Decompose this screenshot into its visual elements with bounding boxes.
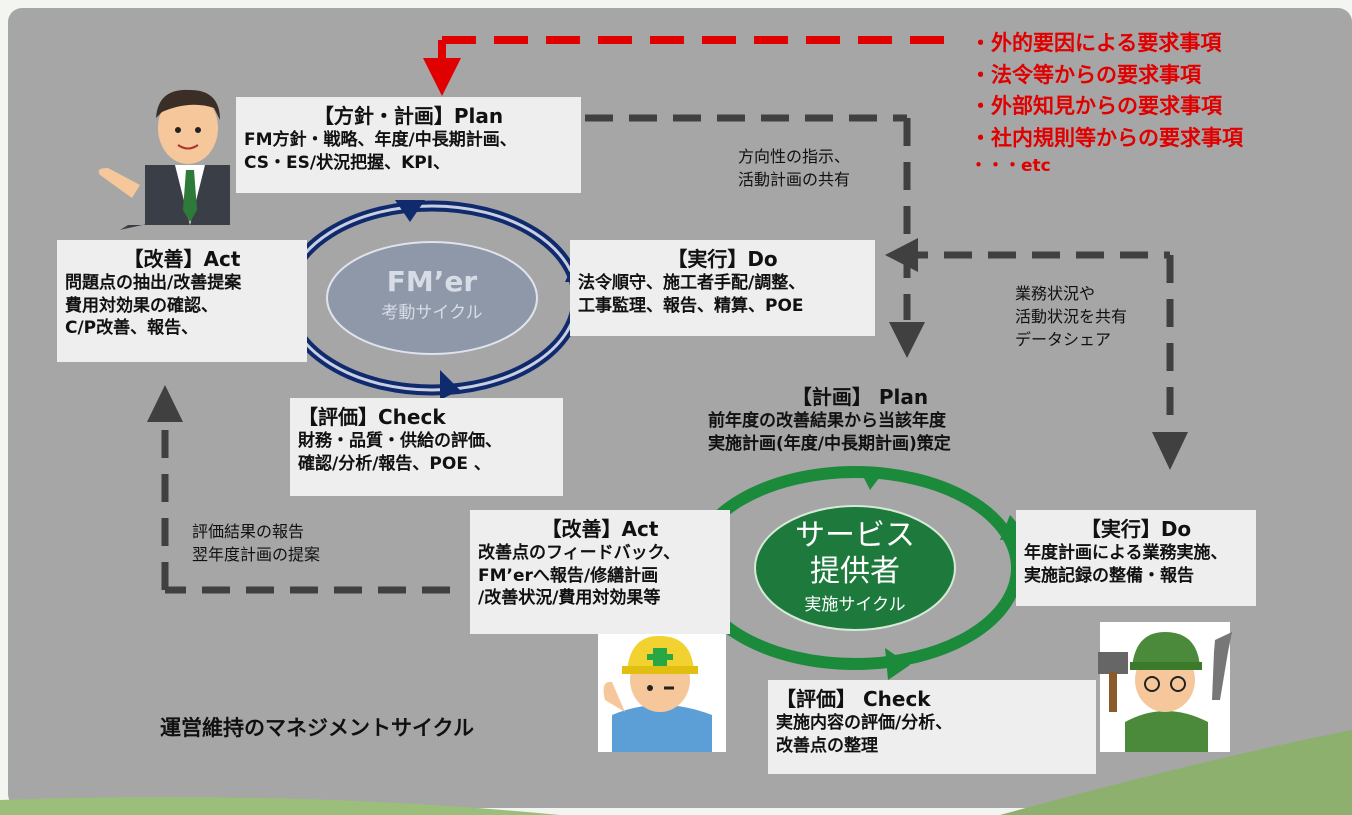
direction-note-line: 活動計画の共有 bbox=[738, 170, 851, 190]
fm-act-line: 問題点の抽出/改善提案 bbox=[65, 273, 242, 294]
fm-plan-line: FM方針・戦略、年度/中長期計画、 bbox=[244, 130, 517, 151]
panel-background bbox=[8, 8, 1352, 808]
service-check-line: 実施内容の評価/分析、 bbox=[776, 713, 953, 734]
service-check-title: 【評価】 Check bbox=[776, 687, 931, 711]
direction-note-line: 方向性の指示、 bbox=[738, 147, 851, 166]
status-share-note-line: 業務状況や bbox=[1015, 284, 1096, 303]
service-check-line: 改善点の整理 bbox=[776, 735, 878, 756]
service-check-box: 【評価】 Check 実施内容の評価/分析、 改善点の整理 bbox=[768, 680, 1096, 774]
mechanic-icon bbox=[1098, 622, 1232, 752]
fm-check-line: 確認/分析/報告、POE 、 bbox=[298, 453, 491, 474]
report-flow-line bbox=[147, 385, 450, 594]
fm-act-title: 【改善】Act bbox=[123, 247, 241, 271]
direction-flow-line bbox=[585, 114, 925, 358]
service-do-line: 実施記録の整備・報告 bbox=[1024, 565, 1194, 586]
service-plan-line: 前年度の改善結果から当該年度 bbox=[708, 411, 946, 432]
external-requirement-arrow bbox=[423, 36, 950, 96]
direction-note: 方向性の指示、 活動計画の共有 bbox=[738, 145, 850, 191]
fm-do-title: 【実行】Do bbox=[667, 247, 778, 271]
fm-check-line: 財務・品質・供給の評価、 bbox=[298, 431, 502, 452]
fm-plan-box: 【方針・計画】Plan FM方針・戦略、年度/中長期計画、 CS・ES/状況把握… bbox=[236, 97, 581, 193]
external-requirement-item: ・外部知見からの要求事項 bbox=[970, 94, 1222, 118]
service-plan-title: 【計画】 Plan bbox=[791, 385, 929, 409]
external-requirement-item: ・外的要因による要求事項 bbox=[970, 31, 1222, 55]
service-center-ellipse bbox=[754, 505, 956, 631]
service-act-line: 改善点のフィードバック、 bbox=[478, 543, 681, 564]
report-note-line: 評価結果の報告 bbox=[192, 522, 305, 541]
service-do-box: 【実行】Do 年度計画による業務実施、 実施記録の整備・報告 bbox=[1016, 510, 1256, 606]
fm-do-box: 【実行】Do 法令順守、施工者手配/調整、 工事監理、報告、精算、POE bbox=[570, 240, 875, 336]
fm-plan-title: 【方針・計画】Plan bbox=[313, 104, 504, 128]
green-decoration-left bbox=[0, 797, 560, 815]
external-requirement-item: ・社内規則等からの要求事項 bbox=[970, 125, 1243, 150]
fm-do-line: 工事監理、報告、精算、POE bbox=[578, 295, 804, 316]
status-share-note-line: 活動状況を共有 bbox=[1015, 307, 1128, 327]
service-do-line: 年度計画による業務実施、 bbox=[1024, 543, 1228, 564]
fm-cycle-center: FM’er 考動サイクル bbox=[352, 265, 512, 323]
report-note-line: 翌年度計画の提案 bbox=[192, 545, 321, 565]
external-requirement-item: ・法令等からの要求事項 bbox=[970, 62, 1201, 87]
businessman-icon bbox=[98, 89, 230, 230]
fm-check-title: 【評価】Check bbox=[298, 405, 446, 429]
fm-act-line: C/P改善、報告、 bbox=[65, 318, 199, 339]
service-plan-line: 実施計画(年度/中長期計画)策定 bbox=[708, 433, 951, 454]
fm-do-line: 法令順守、施工者手配/調整、 bbox=[578, 273, 806, 294]
service-act-line: /改善状況/費用対効果等 bbox=[478, 588, 661, 609]
diagram-title: 運営維持のマネジメントサイクル bbox=[160, 716, 474, 740]
fm-check-box: 【評価】Check 財務・品質・供給の評価、 確認/分析/報告、POE 、 bbox=[290, 398, 563, 496]
service-plan-box: 【計画】 Plan 前年度の改善結果から当該年度 実施計画(年度/中長期計画)策… bbox=[700, 378, 1020, 468]
service-act-title: 【改善】Act bbox=[541, 517, 659, 541]
service-act-line: FM’erへ報告/修繕計画 bbox=[478, 565, 659, 586]
construction-worker-icon bbox=[598, 632, 726, 752]
fm-plan-line: CS・ES/状況把握、KPI、 bbox=[244, 152, 451, 173]
report-note: 評価結果の報告 翌年度計画の提案 bbox=[192, 520, 320, 566]
service-center-sub: 実施サイクル bbox=[804, 595, 906, 615]
fm-center-ellipse bbox=[326, 241, 538, 355]
service-do-title: 【実行】Do bbox=[1080, 517, 1192, 541]
fm-center-sub: 考動サイクル bbox=[381, 303, 483, 323]
service-center-main: 提供者 bbox=[810, 554, 900, 589]
fm-center-main: FM’er bbox=[386, 265, 478, 298]
fm-act-box: 【改善】Act 問題点の抽出/改善提案 費用対効果の確認、 C/P改善、報告、 bbox=[57, 240, 307, 362]
service-center-main: サービス bbox=[795, 518, 915, 553]
green-decoration bbox=[1000, 730, 1352, 815]
service-act-box: 【改善】Act 改善点のフィードバック、 FM’erへ報告/修繕計画 /改善状況… bbox=[470, 510, 730, 634]
external-requirements-list: ・外的要因による要求事項 ・法令等からの要求事項 ・外部知見からの要求事項 ・社… bbox=[970, 28, 1243, 180]
status-share-note: 業務状況や 活動状況を共有 データシェア bbox=[1015, 282, 1127, 352]
fm-act-line: 費用対効果の確認、 bbox=[65, 295, 218, 316]
service-cycle-center: サービス 提供者 実施サイクル bbox=[775, 518, 935, 615]
external-requirement-item: ・・・etc bbox=[970, 156, 1051, 176]
status-share-note-line: データシェア bbox=[1015, 330, 1112, 350]
status-share-flow-line bbox=[885, 238, 1188, 470]
